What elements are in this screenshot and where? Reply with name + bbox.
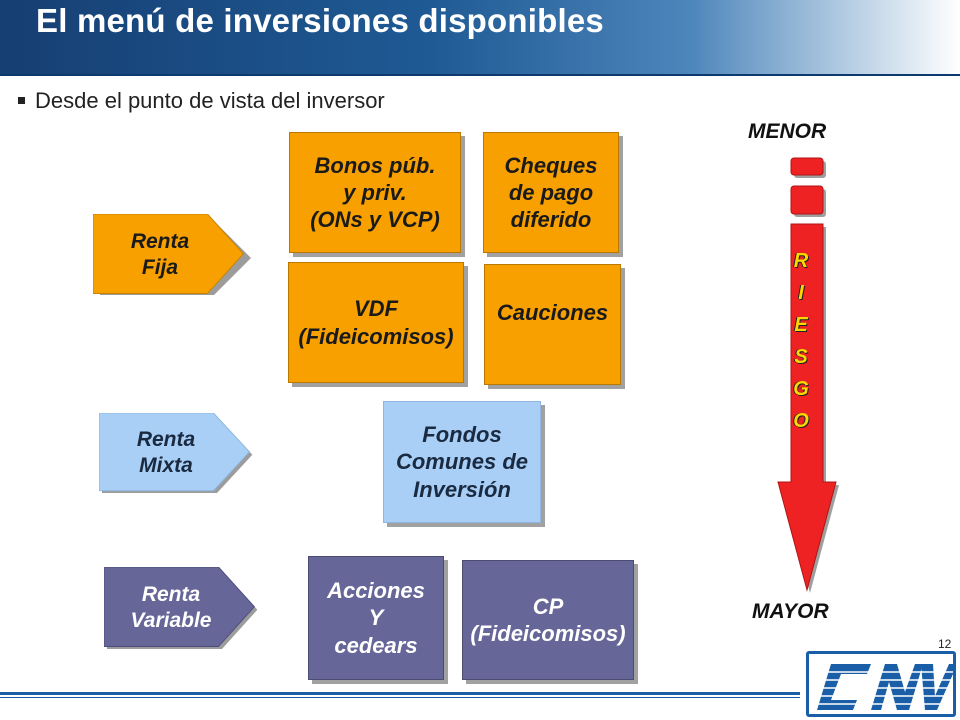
subtitle-bullet: Desde el punto de vista del inversor — [18, 88, 385, 114]
cnv-logo-icon — [809, 664, 953, 710]
title-bar — [0, 0, 960, 76]
instrument-label: CP (Fideicomisos) — [470, 593, 626, 646]
instrument-cp: CP (Fideicomisos) — [462, 560, 634, 680]
bullet-square-icon — [18, 96, 25, 104]
instrument-acciones: Acciones Y cedears — [308, 556, 444, 680]
slide-title: El menú de inversiones disponibles — [36, 2, 604, 39]
instrument-label: Cauciones — [496, 300, 609, 325]
instrument-label: VDF (Fideicomisos) — [298, 296, 454, 349]
instrument-vdf: VDF (Fideicomisos) — [288, 262, 464, 383]
instrument-label: Cheques de pago diferido — [504, 152, 598, 233]
footer-line — [0, 692, 800, 695]
instrument-label: Acciones Y cedears — [327, 578, 425, 658]
instrument-label: Bonos púb. y priv. (ONs y VCP) — [310, 152, 440, 233]
instrument-fondos: Fondos Comunes de Inversión — [383, 401, 541, 523]
chevron-shape-icon — [104, 567, 258, 649]
instrument-label: Fondos Comunes de Inversión — [395, 422, 529, 502]
chevron-shape-icon — [99, 413, 253, 493]
risk-vertical-label: R I E S G O — [793, 250, 809, 432]
category-renta-mixta: Renta Mixta — [99, 413, 259, 493]
subtitle-text: Desde el punto de vista del inversor — [35, 88, 385, 113]
instrument-cauciones: Cauciones — [484, 264, 621, 385]
risk-label-mayor: MAYOR — [752, 600, 829, 623]
category-renta-variable: Renta Variable — [104, 567, 264, 649]
category-label: Renta Fija — [130, 229, 190, 279]
footer-line-thin — [0, 697, 800, 698]
page-number: 12 — [938, 637, 952, 651]
cnv-logo — [806, 651, 956, 717]
chevron-shape-icon — [93, 214, 251, 295]
title-underline — [0, 74, 960, 76]
risk-arrow-icon — [777, 157, 839, 593]
category-label: Renta Mixta — [136, 427, 196, 477]
risk-label-menor: MENOR — [748, 120, 827, 143]
instrument-cheques: Cheques de pago diferido — [483, 132, 619, 253]
category-label: Renta Variable — [130, 582, 212, 632]
category-renta-fija: Renta Fija — [93, 214, 253, 296]
instrument-bonos: Bonos púb. y priv. (ONs y VCP) — [289, 132, 461, 253]
